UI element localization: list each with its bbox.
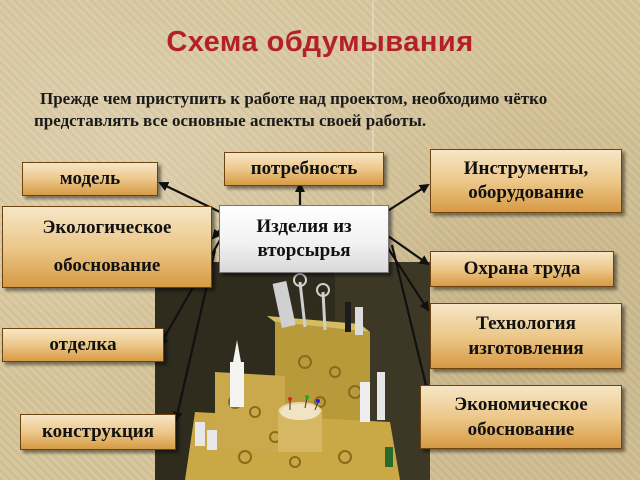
node-construction: конструкция bbox=[20, 414, 176, 450]
node-construction-label: конструкция bbox=[41, 421, 155, 442]
product-photo bbox=[155, 262, 430, 480]
arrow-to-econ bbox=[390, 244, 433, 404]
node-finish-label: отделка bbox=[49, 334, 117, 355]
node-tools-line2: оборудование bbox=[468, 182, 584, 203]
arrow-to-tech bbox=[383, 241, 430, 312]
node-safety-label: Охрана труда bbox=[463, 258, 581, 279]
node-eco-line2: обоснование bbox=[53, 255, 161, 276]
node-tech-line1: Технология bbox=[476, 313, 576, 334]
node-econ: Экономическое обоснование bbox=[420, 385, 622, 449]
arrow-to-eco bbox=[211, 228, 223, 240]
intro-text: Прежде чем приступить к работе над проек… bbox=[34, 89, 548, 130]
node-tech-line2: изготовления bbox=[468, 338, 584, 359]
node-eco-line1: Экологическое bbox=[42, 217, 172, 238]
node-tech: Технология изготовления bbox=[430, 303, 622, 369]
node-tools: Инструменты, оборудование bbox=[430, 149, 622, 213]
node-model: модель bbox=[22, 162, 158, 196]
arrow-to-safety bbox=[387, 235, 430, 266]
node-model-label: модель bbox=[59, 168, 121, 189]
node-safety: Охрана труда bbox=[430, 251, 614, 287]
arrow-to-tools bbox=[385, 183, 430, 213]
node-need-label: потребность bbox=[250, 158, 358, 179]
center-node: Изделия из вторсырья bbox=[219, 205, 389, 273]
node-eco: Экологическое обоснование bbox=[2, 206, 212, 288]
node-econ-line2: обоснование bbox=[467, 419, 575, 440]
node-econ-line1: Экономическое bbox=[454, 394, 588, 415]
node-tools-line1: Инструменты, bbox=[463, 158, 589, 179]
center-node-line1: Изделия из bbox=[256, 216, 352, 237]
center-node-line2: вторсырья bbox=[257, 240, 351, 261]
slide-title: Схема обдумывания bbox=[166, 26, 474, 58]
node-finish: отделка bbox=[2, 328, 164, 362]
node-need: потребность bbox=[224, 152, 384, 186]
